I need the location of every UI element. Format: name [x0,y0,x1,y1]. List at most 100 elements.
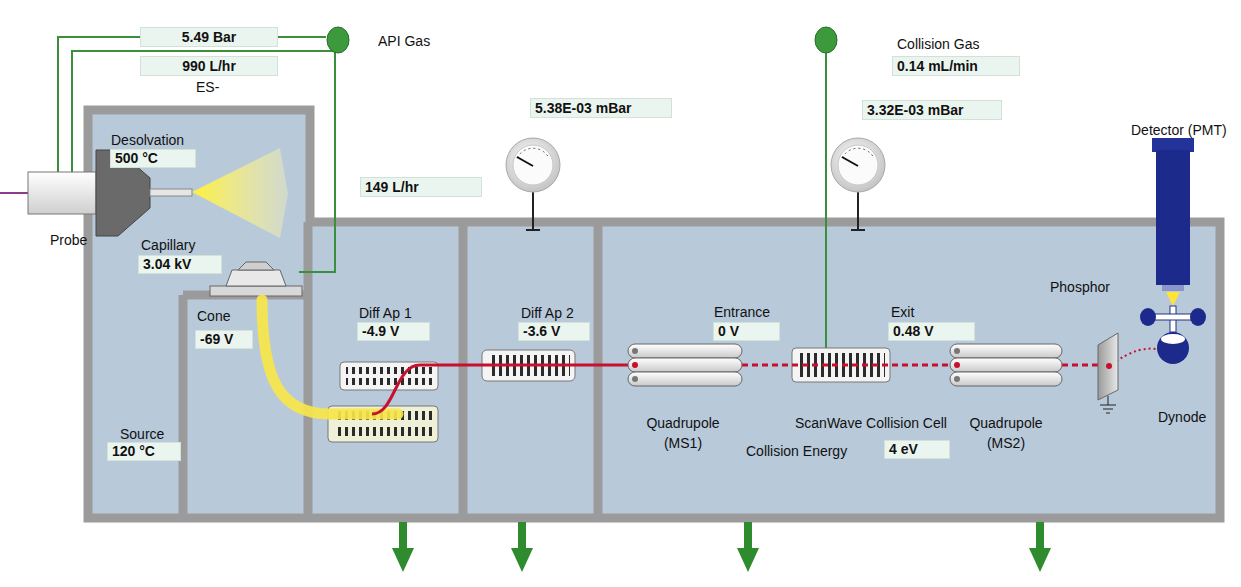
ion-impact [1106,363,1112,369]
value-box: Collision Gas0.14 mL/min [892,56,1020,76]
parameter-value: -4.9 V [362,323,399,339]
parameter-value: 149 L/hr [365,179,419,195]
dynode-plate [1098,333,1118,400]
gauge-stem [857,192,859,230]
parameter-name: Collision Gas [897,35,979,53]
parameter-value: -69 V [200,331,233,347]
aperture-slots [346,378,434,385]
part-name: Quadrupole (MS1) [638,413,728,453]
parameter-value: 120 °C [112,443,155,459]
parameter-name: Diff Ap 2 [521,304,574,322]
quadrupole-rod [950,372,1062,386]
pressure-gauge [831,138,885,192]
parameter-value: 4 eV [889,441,918,457]
parameter-value: 0.48 V [893,323,933,339]
ground-symbol [1103,409,1113,410]
gas-line [72,51,335,272]
parameter-value: 3.32E-03 mBar [867,102,964,118]
gas-valve [815,27,837,53]
value-box: Exit0.48 V [888,322,975,341]
phosphor-screen [1157,332,1189,364]
value-box: 149 L/hr [360,177,482,197]
parameter-name: Exit [891,303,914,321]
pressure-gauge [506,138,560,192]
rod-end [954,348,960,354]
value-box: Diff Ap 1-4.9 V [357,322,430,341]
light-flash [1166,292,1180,306]
value-box: Desolvation500 °C [110,149,196,168]
housing-wall [459,222,468,518]
housing-wall [594,222,603,518]
phosphor-mount [1150,314,1196,320]
quadrupole-rod [950,344,1062,358]
pump-arrow [399,522,407,548]
pmt-window [1162,285,1184,291]
part-name: Probe [50,230,87,250]
quadrupole-rod [628,358,742,372]
ground-symbol [1108,396,1109,405]
parameter-name: Capillary [141,236,195,254]
gauge-needle [517,157,533,166]
parameter-value: 0 V [718,323,739,339]
pump-arrow [518,522,526,548]
gas-line [825,53,827,348]
rod-end [954,362,960,368]
parameter-value: 5.38E-03 mBar [535,100,632,116]
housing-wall [304,222,313,518]
quadrupole-rod [950,358,1062,372]
part-name: Quadrupole (MS2) [960,413,1052,453]
gauge-face [838,145,878,185]
housing-wall [179,295,188,518]
rod-end [632,348,638,354]
quadrupole-rod [628,372,742,386]
parameter-value: 3.04 kV [143,256,191,272]
gauge-ticks [842,148,874,158]
phosphor-mount [1140,308,1156,326]
parameter-name: Diff Ap 1 [359,304,412,322]
parameter-value: 5.49 Bar [182,29,236,45]
rod-end [632,376,638,382]
gas-label: API Gas [378,31,430,51]
parameter-value: 990 L/hr [182,58,236,74]
value-box: Capillary3.04 kV [138,255,222,274]
value-box: 3.32E-03 mBar [862,100,1002,120]
pump-arrow [1029,548,1051,572]
ground-symbol [1106,413,1110,414]
cone-base [210,286,302,296]
parameter-value: 500 °C [115,150,158,166]
parameter-value: 0.14 mL/min [897,58,978,74]
phosphor-screen [1161,334,1185,344]
gauge-stem [851,229,865,231]
value-box: 5.38E-03 mBar [530,98,672,118]
aperture-slots [346,367,434,374]
sampling-cone [238,262,274,270]
capillary-needle [150,189,192,196]
sample-line [0,192,28,194]
parameter-name: Desolvation [111,131,184,149]
part-name: Dynode [1158,407,1206,427]
part-name: ScanWave Collision Cell [795,413,947,433]
pump-arrow [744,522,752,548]
ground-symbol [1100,405,1116,406]
rod-end [954,376,960,382]
gas-valve [327,27,349,53]
parameter-name: Source [120,425,164,443]
value-box: Diff Ap 2-3.6 V [518,322,590,341]
vacuum-housing [88,110,1220,518]
gauge-ticks [517,148,549,158]
aperture-slots [334,427,433,436]
part-name: Detector (PMT) [1131,120,1227,140]
gauge-stem [526,229,540,231]
parameter-name: Entrance [714,303,770,321]
pump-arrow [737,548,759,572]
parameter-name: Cone [197,307,230,325]
value-box: Cone-69 V [195,330,253,349]
value-box: 990 L/hr [140,56,278,76]
value-box: Entrance0 V [713,322,780,341]
gauge-face [513,145,553,185]
pump-arrow [1036,522,1044,548]
pmt-cap [1152,138,1194,152]
ion-beam [372,365,628,414]
quadrupole-rod [628,344,742,358]
